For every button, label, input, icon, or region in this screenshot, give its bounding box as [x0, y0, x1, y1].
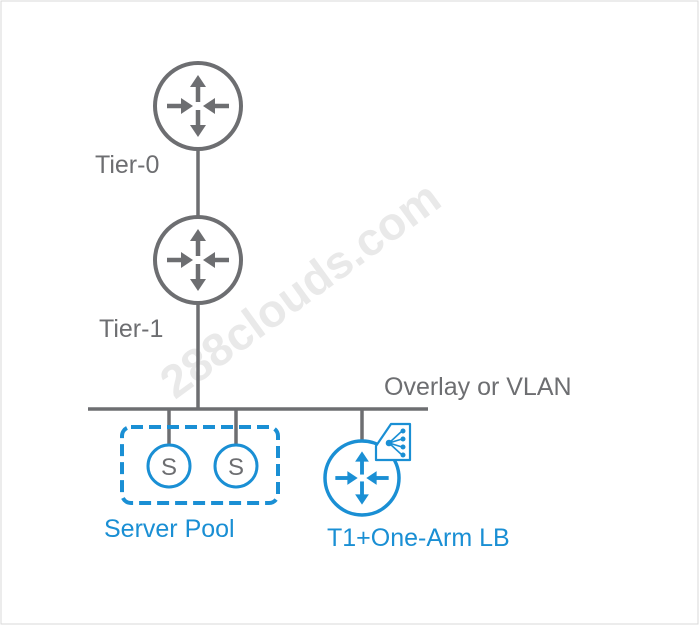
- load-balancer-icon: [374, 410, 412, 462]
- tier0-label: Tier-0: [95, 151, 159, 179]
- server-icon: [146, 443, 192, 489]
- server-pool-label: Server Pool: [104, 515, 235, 543]
- lb-label: T1+One-Arm LB: [327, 524, 510, 552]
- server-a-label: S: [161, 454, 177, 481]
- tier0-router: [153, 61, 243, 151]
- router-icon: [153, 215, 243, 305]
- tier1-label: Tier-1: [99, 315, 163, 343]
- server-b: S: [213, 443, 259, 489]
- segment-label: Overlay or VLAN: [384, 373, 572, 401]
- server-icon: [213, 443, 259, 489]
- router-icon: [153, 61, 243, 151]
- server-pool-box: [120, 425, 280, 505]
- tier1-router: [153, 215, 243, 305]
- server-b-label: S: [228, 454, 244, 481]
- server-a: S: [146, 443, 192, 489]
